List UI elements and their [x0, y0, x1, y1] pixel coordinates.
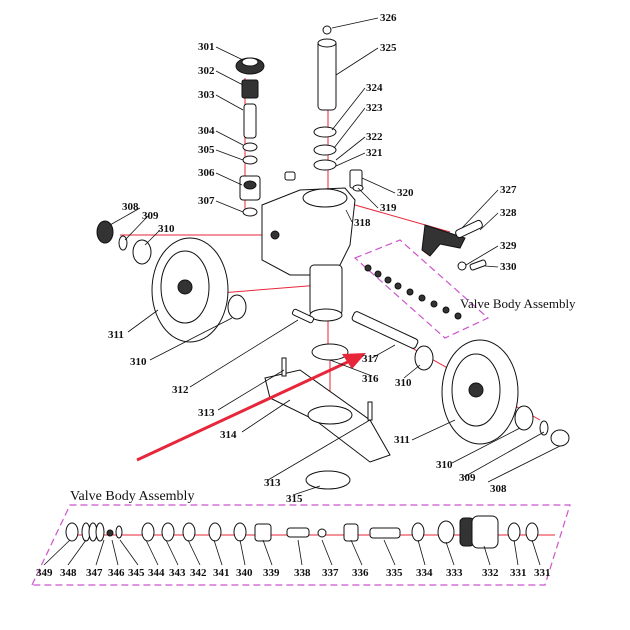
callout-310: 310: [158, 223, 175, 235]
valve-body-title-upper: Valve Body Assembly: [460, 296, 576, 311]
callout-330: 330: [500, 261, 517, 273]
callout-308: 308: [122, 201, 139, 213]
callout-309: 309: [142, 210, 159, 222]
callout-346: 346: [108, 567, 125, 579]
callout-302: 302: [198, 65, 215, 77]
callout-340: 340: [236, 567, 253, 579]
leader-lines: [109, 17, 561, 496]
callout-310-left: 310: [130, 356, 147, 368]
red-arrow: [136, 353, 366, 462]
callout-348: 348: [60, 567, 77, 579]
callout-337: 337: [322, 567, 339, 579]
callout-310-mid: 310: [395, 377, 412, 389]
left-wheel: [96, 220, 247, 343]
callout-312: 312: [172, 384, 189, 396]
callout-313-lower: 313: [264, 477, 281, 489]
callout-335: 335: [386, 567, 403, 579]
callout-315: 315: [286, 493, 303, 505]
callout-322: 322: [366, 131, 383, 143]
callout-318: 318: [354, 217, 371, 229]
callout-332: 332: [482, 567, 499, 579]
piston-and-seals: [313, 25, 364, 192]
callout-305: 305: [198, 144, 215, 156]
callout-304: 304: [198, 125, 215, 137]
callout-326: 326: [380, 12, 397, 24]
valve-body-outlines: [31, 239, 571, 586]
callout-323: 323: [366, 102, 383, 114]
callout-301: 301: [198, 41, 215, 53]
callout-342: 342: [190, 567, 207, 579]
callout-338: 338: [294, 567, 311, 579]
callout-303: 303: [198, 89, 215, 101]
callout-321: 321: [366, 147, 383, 159]
callout-311-right: 311: [394, 434, 410, 446]
callout-319: 319: [380, 202, 397, 214]
callout-329: 329: [500, 240, 517, 252]
valve-parts-327-330: [421, 219, 487, 271]
callout-334: 334: [416, 567, 433, 579]
callout-313-upper: 313: [198, 407, 215, 419]
callout-308-right: 308: [490, 483, 507, 495]
callout-336: 336: [352, 567, 369, 579]
callout-324: 324: [366, 82, 383, 94]
callout-306: 306: [198, 167, 215, 179]
callout-314: 314: [220, 429, 237, 441]
callout-349: 349: [36, 567, 53, 579]
valve-assembly-upper-parts: [364, 264, 462, 320]
callout-344: 344: [148, 567, 165, 579]
callout-numbers: 326 325 301 302 303 324 323 322 321 304 …: [108, 12, 517, 505]
callout-345: 345: [128, 567, 145, 579]
callout-311-left: 311: [108, 329, 124, 341]
parts-301-307: [235, 57, 265, 217]
callout-331-b: 331: [534, 567, 551, 579]
callout-325: 325: [380, 42, 397, 54]
right-wheel: [414, 339, 570, 447]
valve-assembly-row-parts: [65, 515, 539, 549]
callout-333: 333: [446, 567, 463, 579]
callout-339: 339: [263, 567, 280, 579]
axle-and-base: [264, 308, 419, 490]
row-callout-leaders: [43, 539, 541, 566]
callout-341: 341: [213, 567, 230, 579]
pump-body: [261, 171, 356, 322]
callout-347: 347: [86, 567, 103, 579]
callout-310-right: 310: [436, 459, 453, 471]
callout-327: 327: [500, 184, 517, 196]
callout-317: 317: [362, 353, 379, 365]
callout-343: 343: [169, 567, 186, 579]
callout-328: 328: [500, 207, 517, 219]
callout-316: 316: [362, 373, 379, 385]
callout-309-right: 309: [459, 472, 476, 484]
callout-307: 307: [198, 195, 215, 207]
row-callout-numbers: 349 348 347 346 345 344 343 342 341 340 …: [36, 567, 551, 579]
callout-331-a: 331: [510, 567, 527, 579]
valve-body-title-lower: Valve Body Assembly: [70, 489, 194, 504]
callout-320: 320: [397, 187, 414, 199]
